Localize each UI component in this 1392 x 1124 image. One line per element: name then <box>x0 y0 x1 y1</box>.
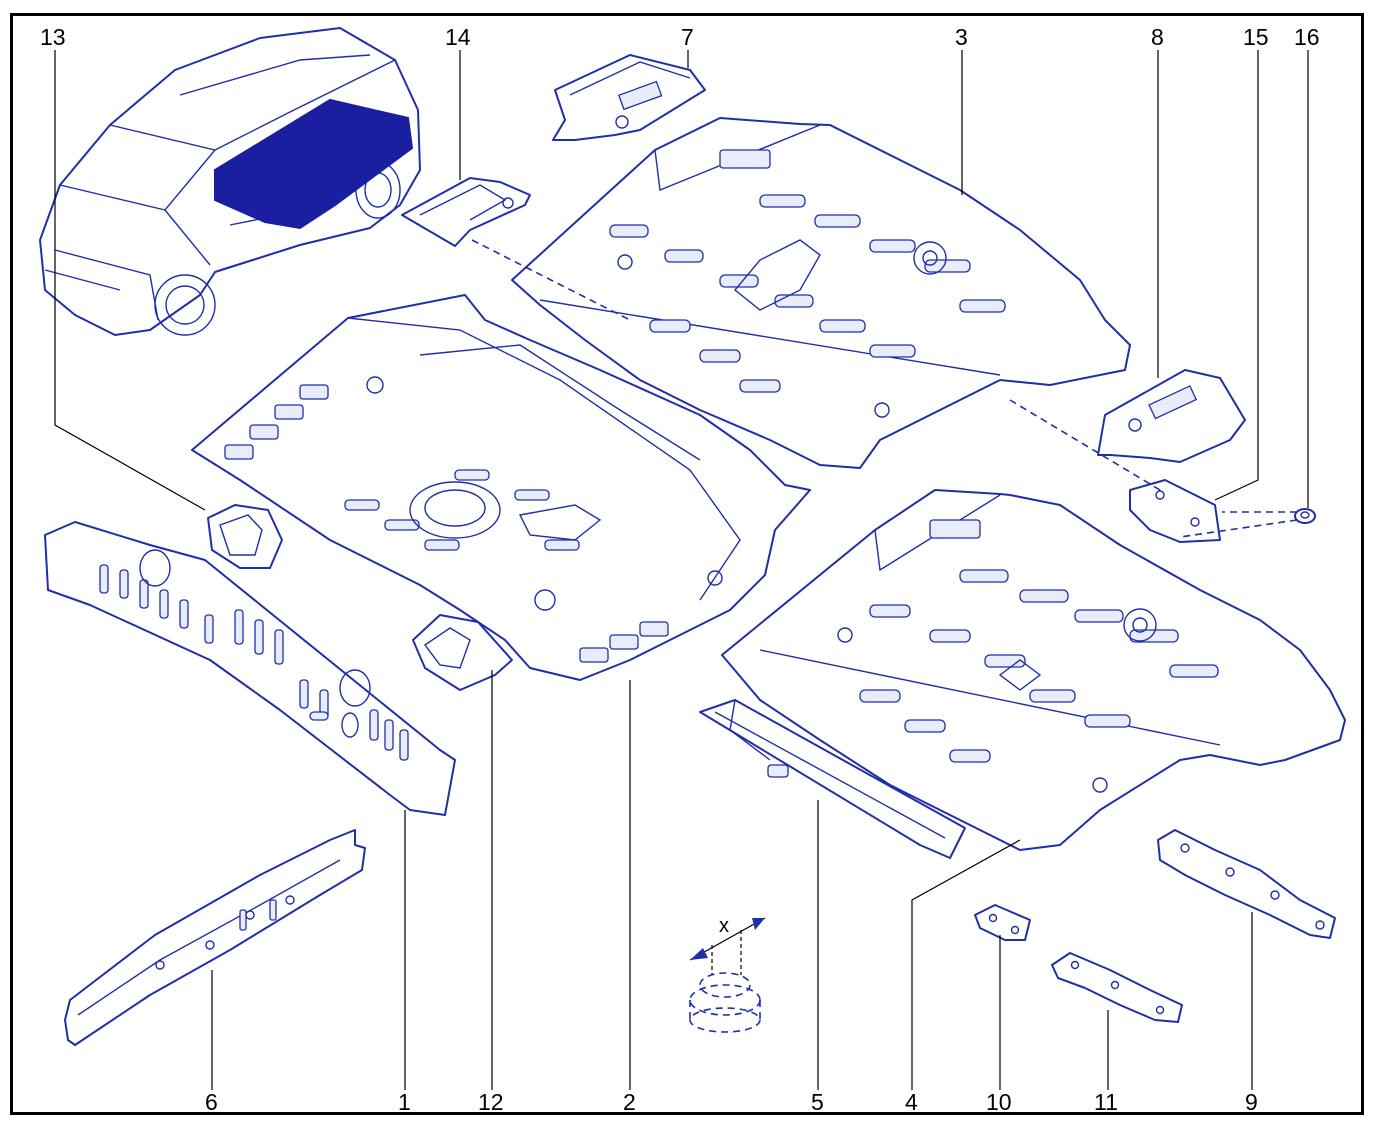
part-6-side-rail <box>64 829 366 1046</box>
part-14-panel <box>401 177 531 247</box>
leader-lines <box>54 50 1309 1090</box>
label-11: 11 <box>1094 1089 1118 1115</box>
part-11-plate <box>1051 952 1183 1023</box>
part-9-plate <box>1157 829 1336 939</box>
highlighted-floor-area <box>214 98 414 230</box>
label-6: 6 <box>205 1089 218 1115</box>
label-5: 5 <box>811 1089 824 1115</box>
part-4-rear-floor <box>721 489 1346 851</box>
part-13-bracket <box>207 504 283 569</box>
dimension-x-label: x <box>719 915 729 937</box>
part-8-bracket <box>1097 369 1246 463</box>
label-10: 10 <box>986 1089 1012 1115</box>
label-1: 1 <box>398 1089 411 1115</box>
label-4: 4 <box>905 1089 918 1115</box>
part-15-bracket <box>1129 479 1221 543</box>
label-15: 15 <box>1243 24 1269 50</box>
part-2-center-floor <box>191 294 811 681</box>
part-1-crossmember <box>44 521 456 816</box>
label-2: 2 <box>623 1089 636 1115</box>
label-8: 8 <box>1151 24 1164 50</box>
label-13: 13 <box>40 24 66 50</box>
vehicle-illustration <box>39 27 421 336</box>
label-3: 3 <box>955 24 968 50</box>
assembly-arrow-14 <box>471 239 631 321</box>
assembly-arrow-15 <box>1009 399 1161 491</box>
part-16-nut <box>1294 508 1316 524</box>
label-16: 16 <box>1294 24 1320 50</box>
label-9: 9 <box>1245 1089 1258 1115</box>
part-12-bracket <box>412 614 513 691</box>
part-number-labels: 13 14 7 3 8 15 16 6 1 12 2 5 4 10 11 9 <box>40 24 1320 1115</box>
assembly-arrow-16-b <box>1179 519 1298 538</box>
label-12: 12 <box>478 1089 504 1115</box>
label-7: 7 <box>681 24 694 50</box>
part-5-beam <box>699 699 966 859</box>
label-14: 14 <box>445 24 471 50</box>
part-7-bracket <box>552 54 706 141</box>
dimension-detail: x <box>689 915 766 1033</box>
part-10-plate <box>974 904 1031 941</box>
part-3-rear-floor <box>511 117 1131 469</box>
